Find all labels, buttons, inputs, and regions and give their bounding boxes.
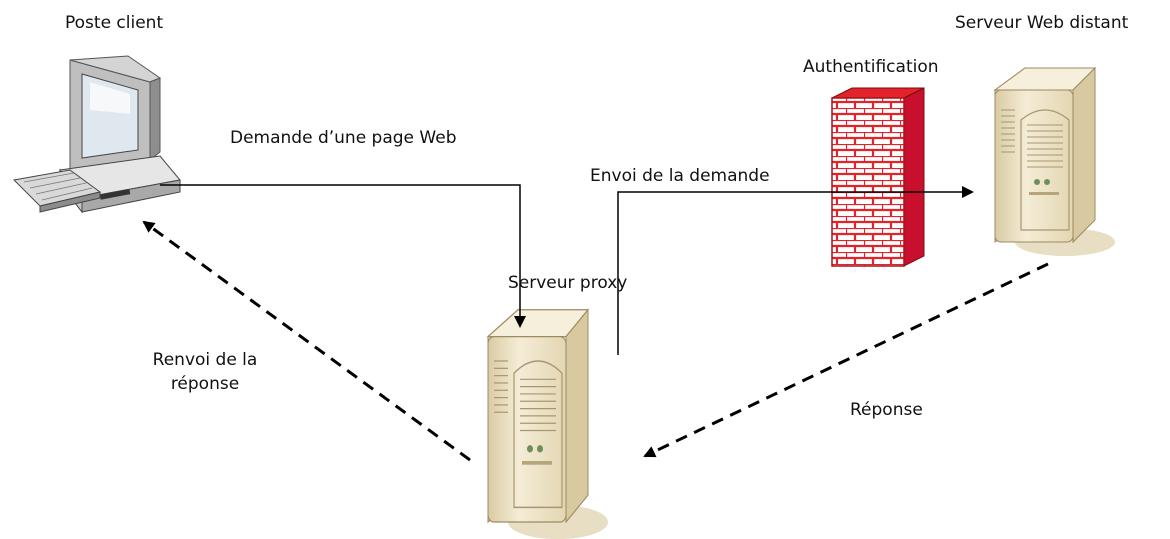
request-arrow: [160, 184, 526, 328]
send-request-label: Envoi de la demande: [590, 166, 770, 186]
client-label: Poste client: [65, 13, 164, 33]
request-page-label: Demande d’une page Web: [230, 128, 457, 148]
brick-firewall-icon: [831, 87, 925, 267]
server-tower-icon: [994, 67, 1116, 257]
remote-server-label: Serveur Web distant: [955, 13, 1129, 33]
return-response-line1: Renvoi de la: [152, 350, 258, 370]
return-response-label: Renvoi de la réponse: [140, 350, 270, 394]
server-tower-icon: [487, 309, 609, 539]
response-arrow: [643, 262, 1049, 458]
authentication-label: Authentification: [803, 57, 939, 77]
forward-arrow: [617, 186, 974, 355]
proxy-label: Serveur proxy: [508, 273, 628, 293]
return-response-line2: réponse: [170, 374, 240, 394]
desktop-computer-icon: [12, 55, 181, 214]
response-label: Réponse: [850, 400, 923, 420]
return-response-arrow: [142, 220, 471, 462]
